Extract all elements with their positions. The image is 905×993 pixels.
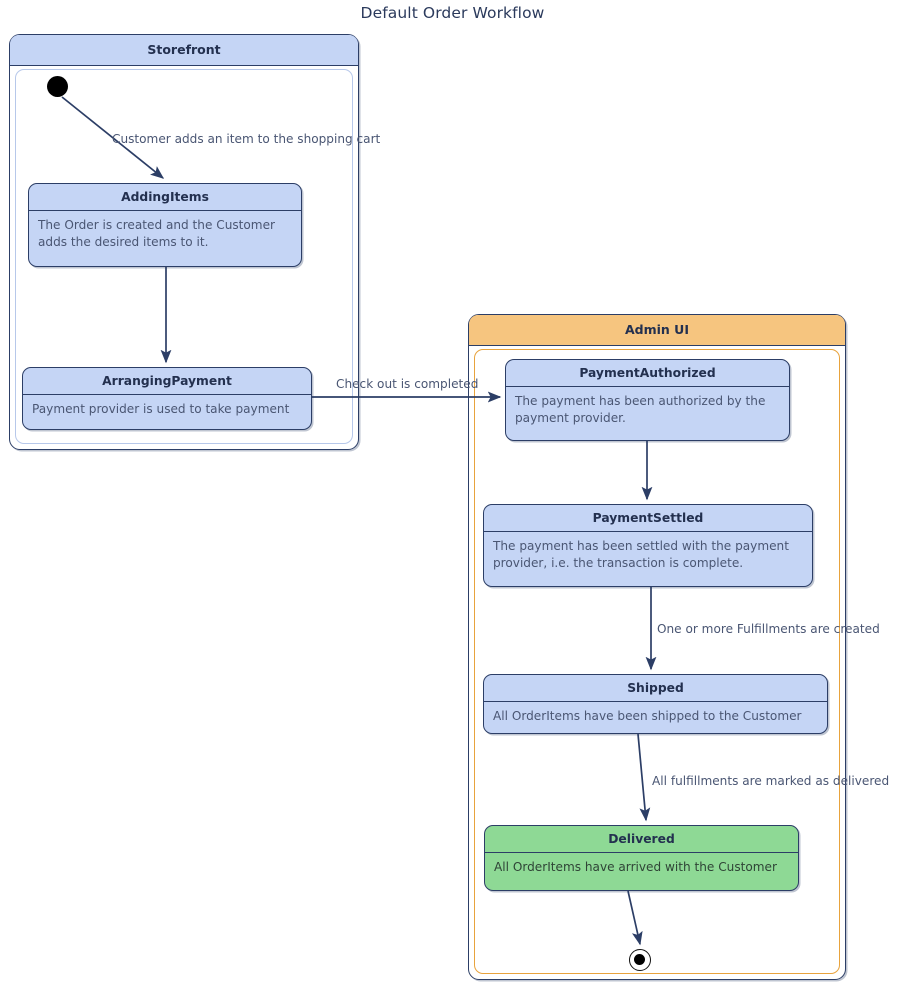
state-description-paymentsettled: The payment has been settled with the pa… — [493, 539, 789, 570]
admin-ui-header-label: Admin UI — [469, 315, 845, 346]
page-title: Default Order Workflow — [360, 4, 545, 22]
state-node-paymentsettled[interactable]: PaymentSettled The payment has been sett… — [483, 504, 813, 587]
storefront-header-label: Storefront — [10, 35, 358, 66]
state-node-addingitems[interactable]: AddingItems The Order is created and the… — [28, 183, 302, 267]
edge-label-initial-to-addingitems: Customer adds an item to the shopping ca… — [112, 132, 381, 146]
state-description-delivered: All OrderItems have arrived with the Cus… — [494, 860, 777, 874]
state-title-addingitems: AddingItems — [29, 184, 301, 211]
state-title-paymentsettled: PaymentSettled — [484, 505, 812, 532]
edge-label-shipped-to-delivered: All fulfillments are marked as delivered — [652, 774, 890, 788]
state-description-shipped: All OrderItems have been shipped to the … — [493, 709, 802, 723]
state-node-delivered[interactable]: Delivered All OrderItems have arrived wi… — [484, 825, 799, 891]
state-description-arrangingpayment: Payment provider is used to take payment — [32, 402, 290, 416]
edge-label-paymentsettled-to-shipped: One or more Fulfillments are created — [657, 622, 880, 636]
state-title-delivered: Delivered — [485, 826, 798, 853]
state-title-arrangingpayment: ArrangingPayment — [23, 368, 311, 395]
final-state-dot — [633, 953, 645, 965]
initial-state-node[interactable] — [47, 76, 68, 97]
final-state-node[interactable] — [629, 949, 651, 971]
state-title-shipped: Shipped — [484, 675, 827, 702]
state-node-shipped[interactable]: Shipped All OrderItems have been shipped… — [483, 674, 828, 734]
state-description-addingitems: The Order is created and the Customer ad… — [38, 218, 275, 249]
state-node-arrangingpayment[interactable]: ArrangingPayment Payment provider is use… — [22, 367, 312, 430]
state-title-paymentauthorized: PaymentAuthorized — [506, 360, 789, 387]
edge-label-arrangingpayment-to-paymentauthorized: Check out is completed — [336, 377, 479, 391]
state-node-paymentauthorized[interactable]: PaymentAuthorized The payment has been a… — [505, 359, 790, 441]
state-description-paymentauthorized: The payment has been authorized by the p… — [515, 394, 766, 425]
